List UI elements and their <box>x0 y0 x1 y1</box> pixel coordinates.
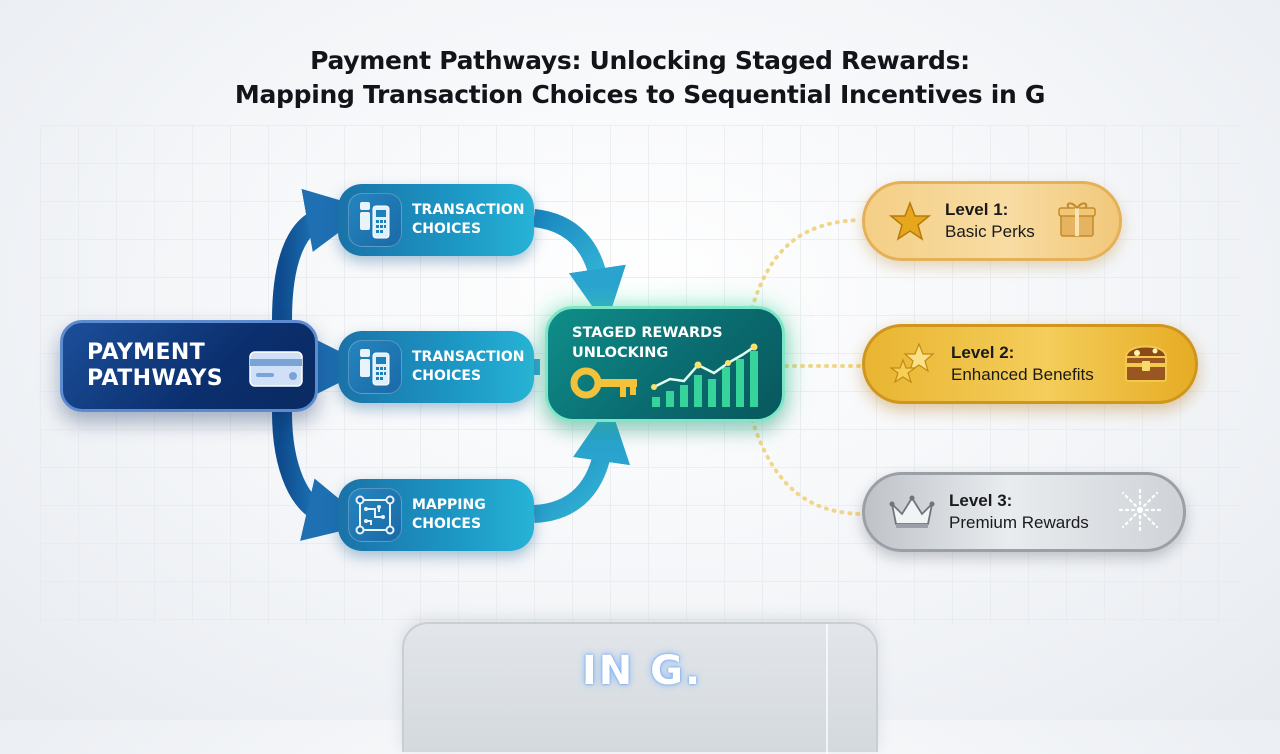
arrow-choice-1-to-hub <box>532 209 626 326</box>
level-2-title: Level 2: <box>951 343 1015 362</box>
level-1-desc: Basic Perks <box>945 222 1035 241</box>
page-title-line-2: Mapping Transaction Choices to Sequentia… <box>234 80 1046 109</box>
hub-label: STAGED REWARDS UNLOCKING <box>572 325 723 361</box>
star-icon <box>889 201 931 241</box>
footer-label: IN G. <box>581 648 703 694</box>
arrow-to-choice-3 <box>272 411 370 541</box>
growth-chart-icon <box>651 343 758 407</box>
crown-icon <box>889 495 935 528</box>
treasure-chest-icon <box>1124 345 1168 382</box>
page-title-line-1: Payment Pathways: Unlocking Staged Rewar… <box>310 46 970 75</box>
level-3-title: Level 3: <box>949 491 1013 510</box>
staged-rewards-hub[interactable]: STAGED REWARDS UNLOCKING <box>545 306 785 422</box>
choice-1-label: TRANSACTION CHOICES <box>412 202 525 237</box>
mobile-payment-icon <box>348 340 402 394</box>
level-3-card[interactable]: Level 3: Premium Rewards <box>862 472 1186 552</box>
level-3-desc: Premium Rewards <box>949 513 1089 532</box>
credit-card-icon <box>249 351 303 387</box>
mobile-payment-icon <box>348 193 402 247</box>
level-1-title: Level 1: <box>945 200 1009 219</box>
choice-3-label: MAPPING CHOICES <box>412 497 486 532</box>
payment-pathways-label: PAYMENT PATHWAYS <box>87 340 224 391</box>
level-2-desc: Enhanced Benefits <box>951 365 1094 384</box>
mapping-choices-node[interactable]: MAPPING CHOICES <box>338 479 534 551</box>
sparkle-burst-icon <box>1115 485 1165 535</box>
dots-to-level-3 <box>750 418 862 516</box>
arrow-choice-3-to-hub <box>533 404 631 523</box>
hub-artwork <box>570 343 758 407</box>
transaction-choices-node-2[interactable]: TRANSACTION CHOICES <box>338 331 534 403</box>
level-2-card[interactable]: Level 2: Enhanced Benefits <box>862 324 1198 404</box>
arrow-to-choice-1 <box>272 188 371 321</box>
connector-layer <box>272 188 862 541</box>
footer-divider <box>826 624 828 754</box>
stars-icon <box>889 342 935 384</box>
key-icon <box>570 367 637 399</box>
circuit-map-icon <box>348 488 402 542</box>
transaction-choices-node-1[interactable]: TRANSACTION CHOICES <box>338 184 534 256</box>
dots-to-level-1 <box>750 218 862 310</box>
level-1-card[interactable]: Level 1: Basic Perks <box>862 181 1122 261</box>
payment-pathways-node[interactable]: PAYMENT PATHWAYS <box>60 320 318 412</box>
choice-2-label: TRANSACTION CHOICES <box>412 349 525 384</box>
gift-icon <box>1058 202 1096 237</box>
footer-panel: IN G. <box>402 622 878 754</box>
